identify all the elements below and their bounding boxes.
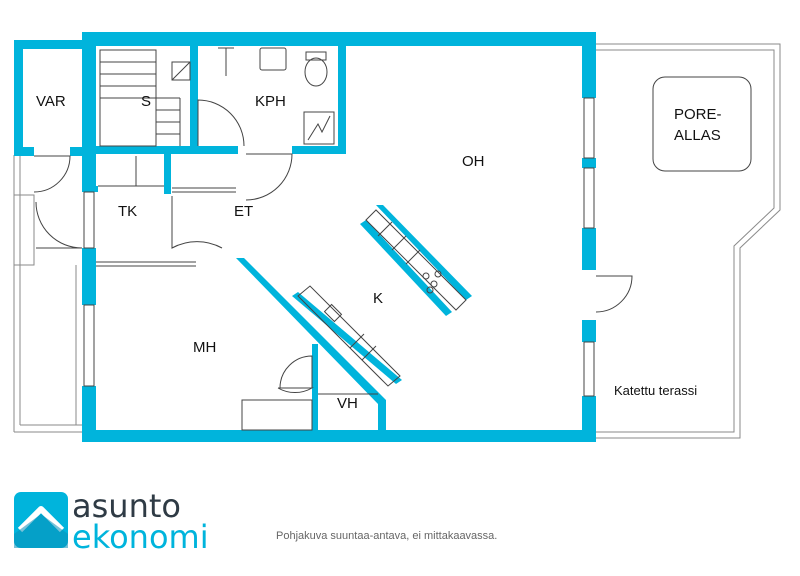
disclaimer-note: Pohjakuva suuntaa-antava, ei mittakaavas… (276, 530, 497, 542)
stairs (99, 49, 181, 147)
room-label-poreallas-2: ALLAS (674, 127, 721, 144)
room-label-kph: KPH (255, 93, 286, 110)
brand-name-bottom: ekonomi (72, 518, 209, 556)
room-label-mh: MH (193, 339, 216, 356)
room-label-s: S (141, 93, 151, 110)
room-label-tk: TK (118, 203, 137, 220)
walls (14, 32, 596, 442)
room-label-oh: OH (462, 153, 485, 170)
room-label-k: K (373, 290, 383, 307)
kitchen-counter (297, 285, 401, 387)
kitchen-island (365, 209, 467, 311)
room-label-vh: VH (337, 395, 358, 412)
brand-name-top: asunto (72, 487, 181, 525)
left-exterior-lines (13, 155, 82, 433)
room-label-poreallas-1: PORE- (674, 106, 722, 123)
interior-details (33, 47, 633, 431)
windows (83, 97, 595, 397)
room-label-et: ET (234, 203, 253, 220)
hot-tub (652, 76, 752, 172)
sauna-stove (171, 61, 191, 81)
doors (33, 99, 633, 394)
house-icon (14, 492, 68, 548)
room-label-katettu-terassi: Katettu terassi (614, 383, 697, 398)
bathroom-fixtures (218, 47, 335, 145)
room-label-var: VAR (36, 93, 66, 110)
room-labels: VAR S KPH OH TK ET K MH VH PORE- ALLAS K… (36, 93, 722, 412)
terrace-outline (596, 43, 781, 439)
wardrobe (241, 399, 313, 431)
brand-logo: asunto ekonomi (14, 487, 209, 556)
